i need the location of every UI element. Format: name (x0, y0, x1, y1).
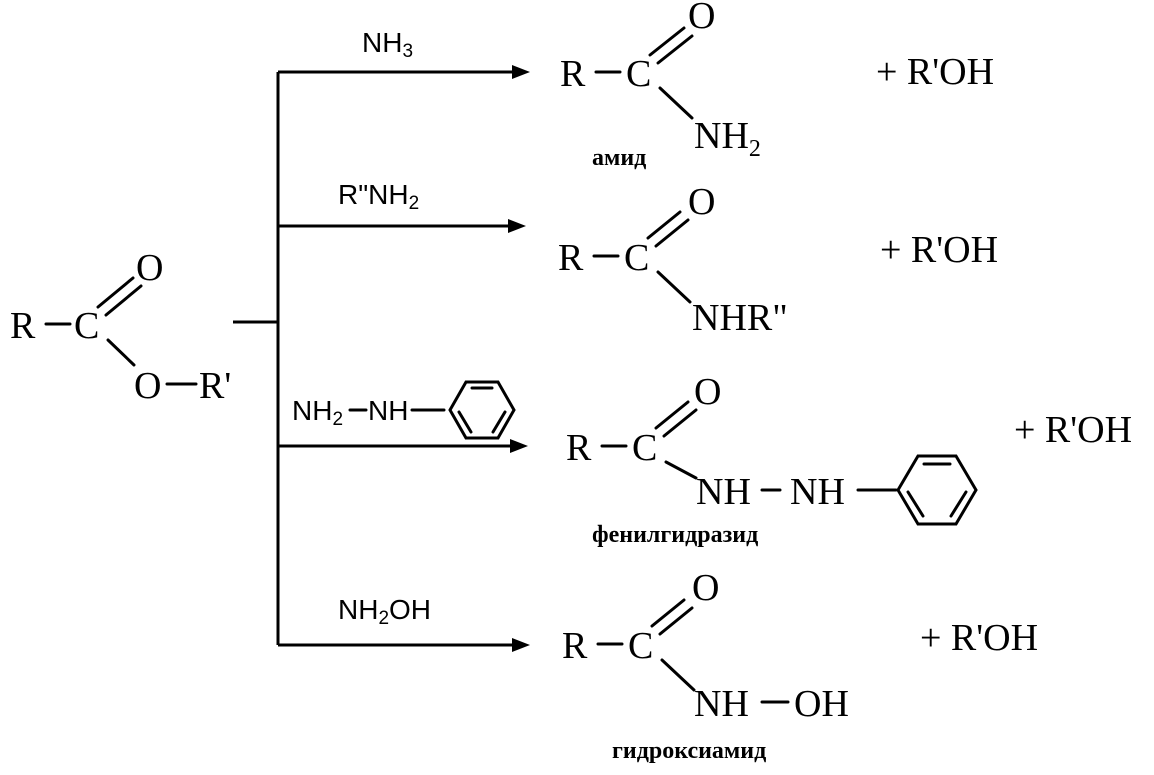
product-4-nh-group: NH (694, 683, 749, 725)
product-3-r-atom: R (566, 427, 592, 469)
product-2-c-atom: C (624, 237, 649, 279)
reagent-1-label: NH3 (362, 27, 413, 62)
product-4-caption: гидроксиамид (612, 738, 766, 764)
product-2-c-n-bond (656, 270, 692, 304)
product-3-c-atom: C (632, 427, 657, 469)
product-4-carbonyl-bond-2 (658, 606, 694, 636)
ester-r-prime-atom: R' (199, 365, 231, 407)
product-4-carbonyl-bond (650, 598, 686, 628)
product-4-r-atom: R (562, 625, 588, 667)
product-2-r-atom: R (558, 237, 584, 279)
reagent-3-label: NH2 NH (292, 380, 516, 440)
reagent-3-nh: NH (368, 395, 408, 426)
reaction-primary-amine: R"NH2 R C O NHR" + R'OH (278, 179, 998, 339)
ester-o-atom: O (134, 365, 161, 407)
product-1-c-atom: C (626, 53, 651, 95)
product-3-structure: R C O NH NH (566, 371, 978, 526)
product-4-oh-group: OH (794, 683, 849, 725)
product-3-carbonyl-bond-2 (662, 408, 698, 438)
product-1-carbonyl-bond (648, 26, 686, 57)
product-3-carbonyl-bond (654, 400, 690, 430)
benzene-ring-icon (448, 380, 516, 440)
arrow-3-head (510, 439, 528, 453)
ester-r-atom: R (10, 305, 36, 347)
byproduct-1-label: + R'OH (876, 51, 994, 93)
reaction-phenylhydrazine: NH2 NH R C O NH NH (278, 371, 1132, 548)
product-1-c-n-bond (658, 86, 694, 120)
reagent-3-nh2: NH2 (292, 395, 343, 430)
arrow-2-head (508, 219, 526, 233)
product-2-carbonyl-bond-2 (654, 218, 690, 248)
reagent-2-label: R"NH2 (338, 179, 419, 214)
product-3-nh-group-a: NH (696, 471, 751, 513)
branch-connector (233, 72, 280, 645)
product-1-nh2-group: NH2 (694, 115, 761, 162)
product-2-o-atom: O (688, 181, 715, 223)
product-1-caption: амид (592, 145, 646, 171)
ester-carbonyl-bond-2 (104, 284, 143, 317)
product-4-o-atom: O (692, 567, 719, 609)
ester-c-o-bond (106, 338, 136, 367)
ester-carbonyl-bond (96, 276, 135, 309)
product-3-caption: фенилгидразид (592, 522, 758, 548)
product-1-carbonyl-bond-2 (656, 34, 694, 65)
byproduct-4-label: + R'OH (920, 617, 1038, 659)
product-3-c-n-bond (664, 460, 698, 480)
reaction-hydroxylamine: NH2OH R C O NH OH гидроксиамид + R'OH (278, 567, 1038, 764)
product-2-structure: R C O NHR" (558, 181, 788, 339)
byproduct-2-label: + R'OH (880, 229, 998, 271)
ester-structure: R C O O R' (10, 247, 231, 407)
product-4-c-n-bond (660, 658, 696, 692)
arrow-4-head (512, 638, 530, 652)
product-4-structure: R C O NH OH (562, 567, 849, 725)
ester-carbonyl-o-atom: O (136, 247, 163, 289)
product-1-r-atom: R (560, 53, 586, 95)
product-2-nhr-group: NHR" (692, 297, 788, 339)
benzene-ring-icon (896, 454, 978, 526)
reagent-4-label: NH2OH (338, 594, 431, 629)
product-3-o-atom: O (694, 371, 721, 413)
product-4-c-atom: C (628, 625, 653, 667)
product-2-carbonyl-bond (646, 210, 682, 240)
reaction-ammonia: NH3 R C O NH2 амид + R'OH (278, 0, 994, 171)
ester-c-atom: C (74, 305, 99, 347)
product-3-nh-group-b: NH (790, 471, 845, 513)
arrow-1-head (512, 65, 530, 79)
product-1-structure: R C O NH2 (560, 0, 761, 162)
byproduct-3-label: + R'OH (1014, 409, 1132, 451)
product-1-o-atom: O (688, 0, 715, 37)
